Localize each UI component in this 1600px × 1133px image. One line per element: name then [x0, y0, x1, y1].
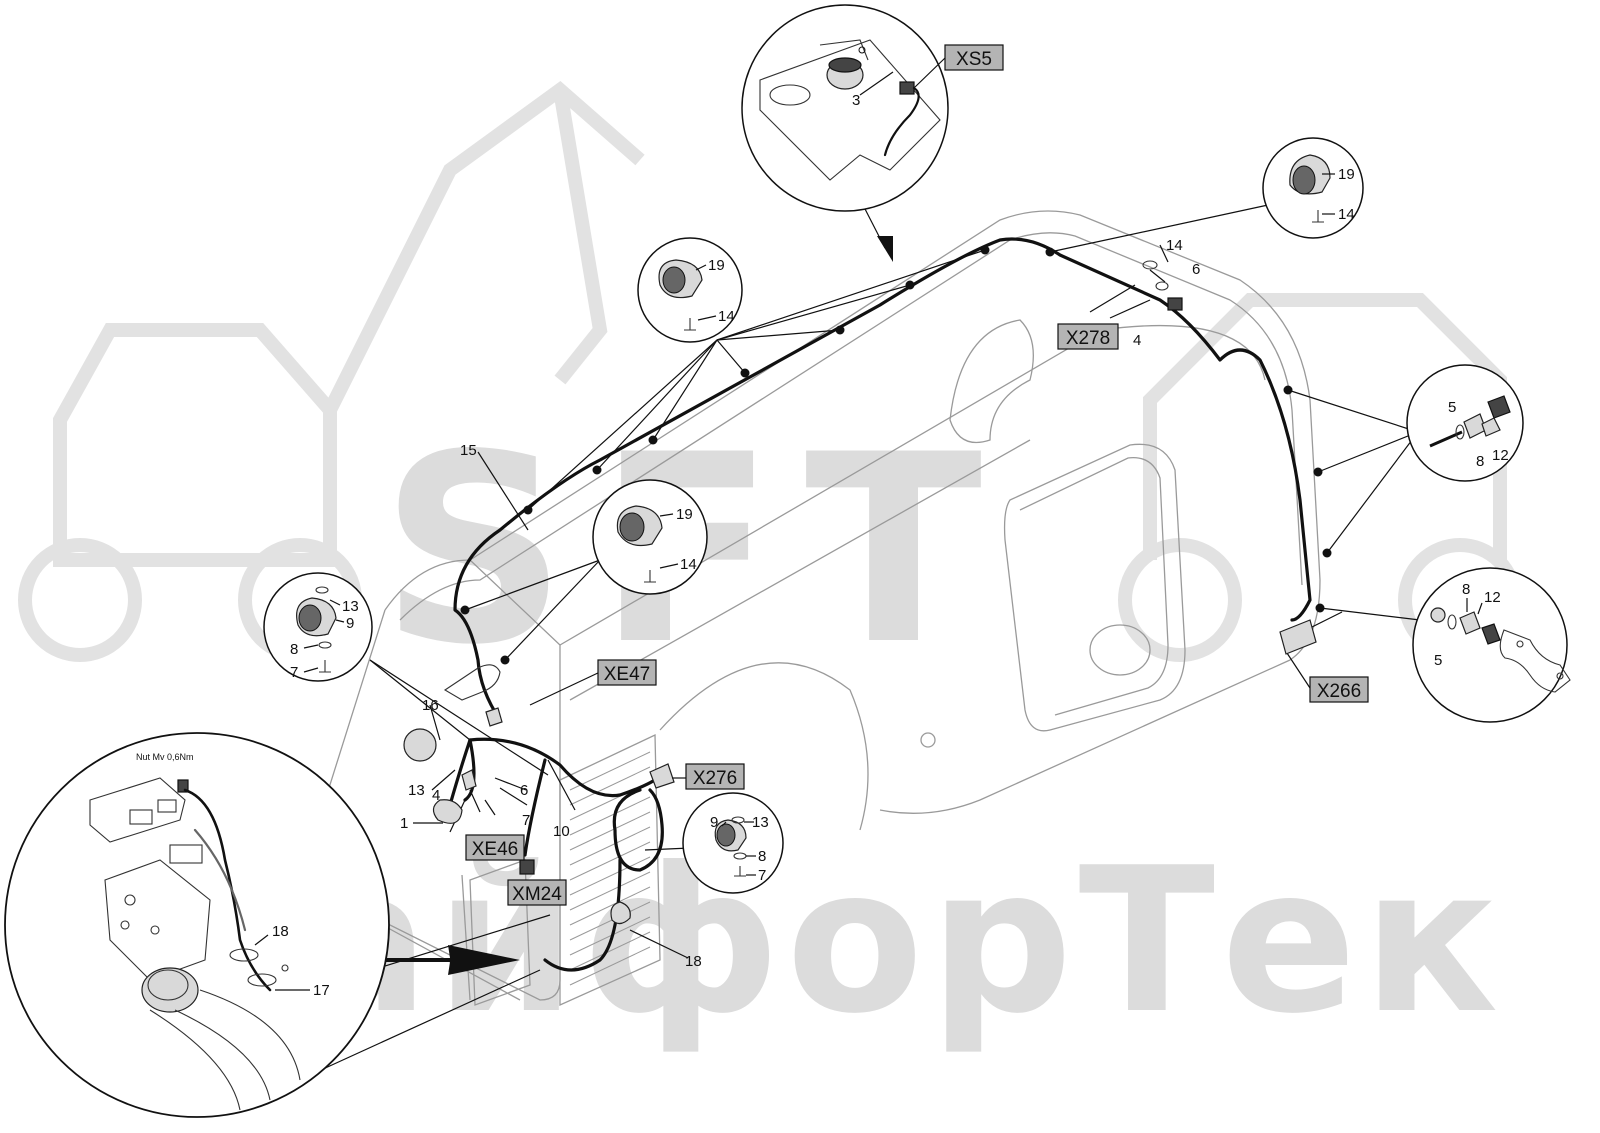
connector-tags: XS5 X278 X266 XE47 X276 XE46 XM24	[465, 44, 1369, 906]
label-r1-5: 5	[1448, 399, 1456, 416]
svg-text:X278: X278	[1066, 328, 1110, 349]
detail-circle-grille: 9 13 8 7	[682, 792, 784, 894]
label-c1-19: 19	[708, 257, 725, 274]
svg-text:XE47: XE47	[604, 664, 650, 685]
detail-circle-top-right: 19 14	[1262, 137, 1364, 239]
label-c1-14: 14	[718, 308, 735, 325]
label-d-18: 18	[272, 923, 289, 940]
detail-arrow-xs5	[877, 236, 893, 262]
tag-x278: X278	[1057, 323, 1119, 350]
label-top-6: 6	[1192, 261, 1200, 278]
detail-circle-xs5: 3	[741, 4, 949, 212]
label-r1-12: 12	[1492, 447, 1509, 464]
note-torque: Nut Mv 0,6Nm	[136, 752, 194, 762]
leader-lines	[274, 204, 1421, 1076]
label-tr-14: 14	[1338, 206, 1355, 223]
label-m-9: 9	[710, 814, 718, 831]
label-top-14: 14	[1166, 237, 1183, 254]
label-p-6: 6	[520, 782, 528, 799]
label-top-4: 4	[1133, 332, 1141, 349]
tag-xe46: XE46	[465, 834, 525, 861]
label-r2-5: 5	[1434, 652, 1442, 669]
detail-circle-left: 13 9 8 7	[263, 572, 373, 682]
label-m-7: 7	[758, 867, 766, 884]
detail-circle-bottom-left: Nut Mv 0,6Nm 18 17	[4, 732, 390, 1118]
label-l-9: 9	[346, 615, 354, 632]
tag-xe47: XE47	[597, 659, 657, 686]
label-c2-14: 14	[680, 556, 697, 573]
detail-circle-top-middle: 19 14	[637, 237, 743, 343]
label-p-10: 10	[553, 823, 570, 840]
tag-xm24: XM24	[507, 879, 567, 906]
label-l-8: 8	[290, 641, 298, 658]
detail-circle-right-upper: 5 12 8	[1406, 364, 1524, 482]
label-p-4: 4	[432, 787, 440, 804]
label-m-18: 18	[685, 953, 702, 970]
detail-circle-middle: 19 14	[592, 479, 708, 595]
tag-xs5: XS5	[913, 44, 1004, 89]
label-r2-8: 8	[1462, 581, 1470, 598]
label-p-16: 16	[422, 697, 439, 714]
svg-text:X266: X266	[1317, 681, 1361, 702]
label-d-17: 17	[313, 982, 330, 999]
label-tr-19: 19	[1338, 166, 1355, 183]
part-numbers: 14 6 4 15 16 13 4 6 7 1 10 18	[400, 237, 1200, 970]
svg-text:X276: X276	[693, 768, 737, 789]
housing-panels	[299, 210, 1321, 1007]
svg-text:XE46: XE46	[472, 839, 518, 860]
tag-x266: X266	[1309, 676, 1369, 703]
svg-text:XS5: XS5	[956, 49, 992, 70]
label-m-8: 8	[758, 848, 766, 865]
label-m-13: 13	[752, 814, 769, 831]
tag-x276: X276	[672, 763, 745, 790]
label-xs5-3: 3	[852, 92, 860, 109]
label-l-7: 7	[290, 664, 298, 681]
mounted-parts	[403, 260, 1317, 925]
detail-circle-right-lower: 8 12 5	[1412, 567, 1571, 723]
label-l-13: 13	[342, 598, 359, 615]
grille	[559, 733, 661, 1007]
label-r2-12: 12	[1484, 589, 1501, 606]
detail-arrow-bottom	[385, 945, 520, 975]
label-c2-19: 19	[676, 506, 693, 523]
label-wire-15: 15	[460, 442, 477, 459]
label-p-1: 1	[400, 815, 408, 832]
label-p-7: 7	[522, 812, 530, 829]
svg-text:XM24: XM24	[512, 884, 562, 905]
label-p-13: 13	[408, 782, 425, 799]
label-r1-8: 8	[1476, 453, 1484, 470]
